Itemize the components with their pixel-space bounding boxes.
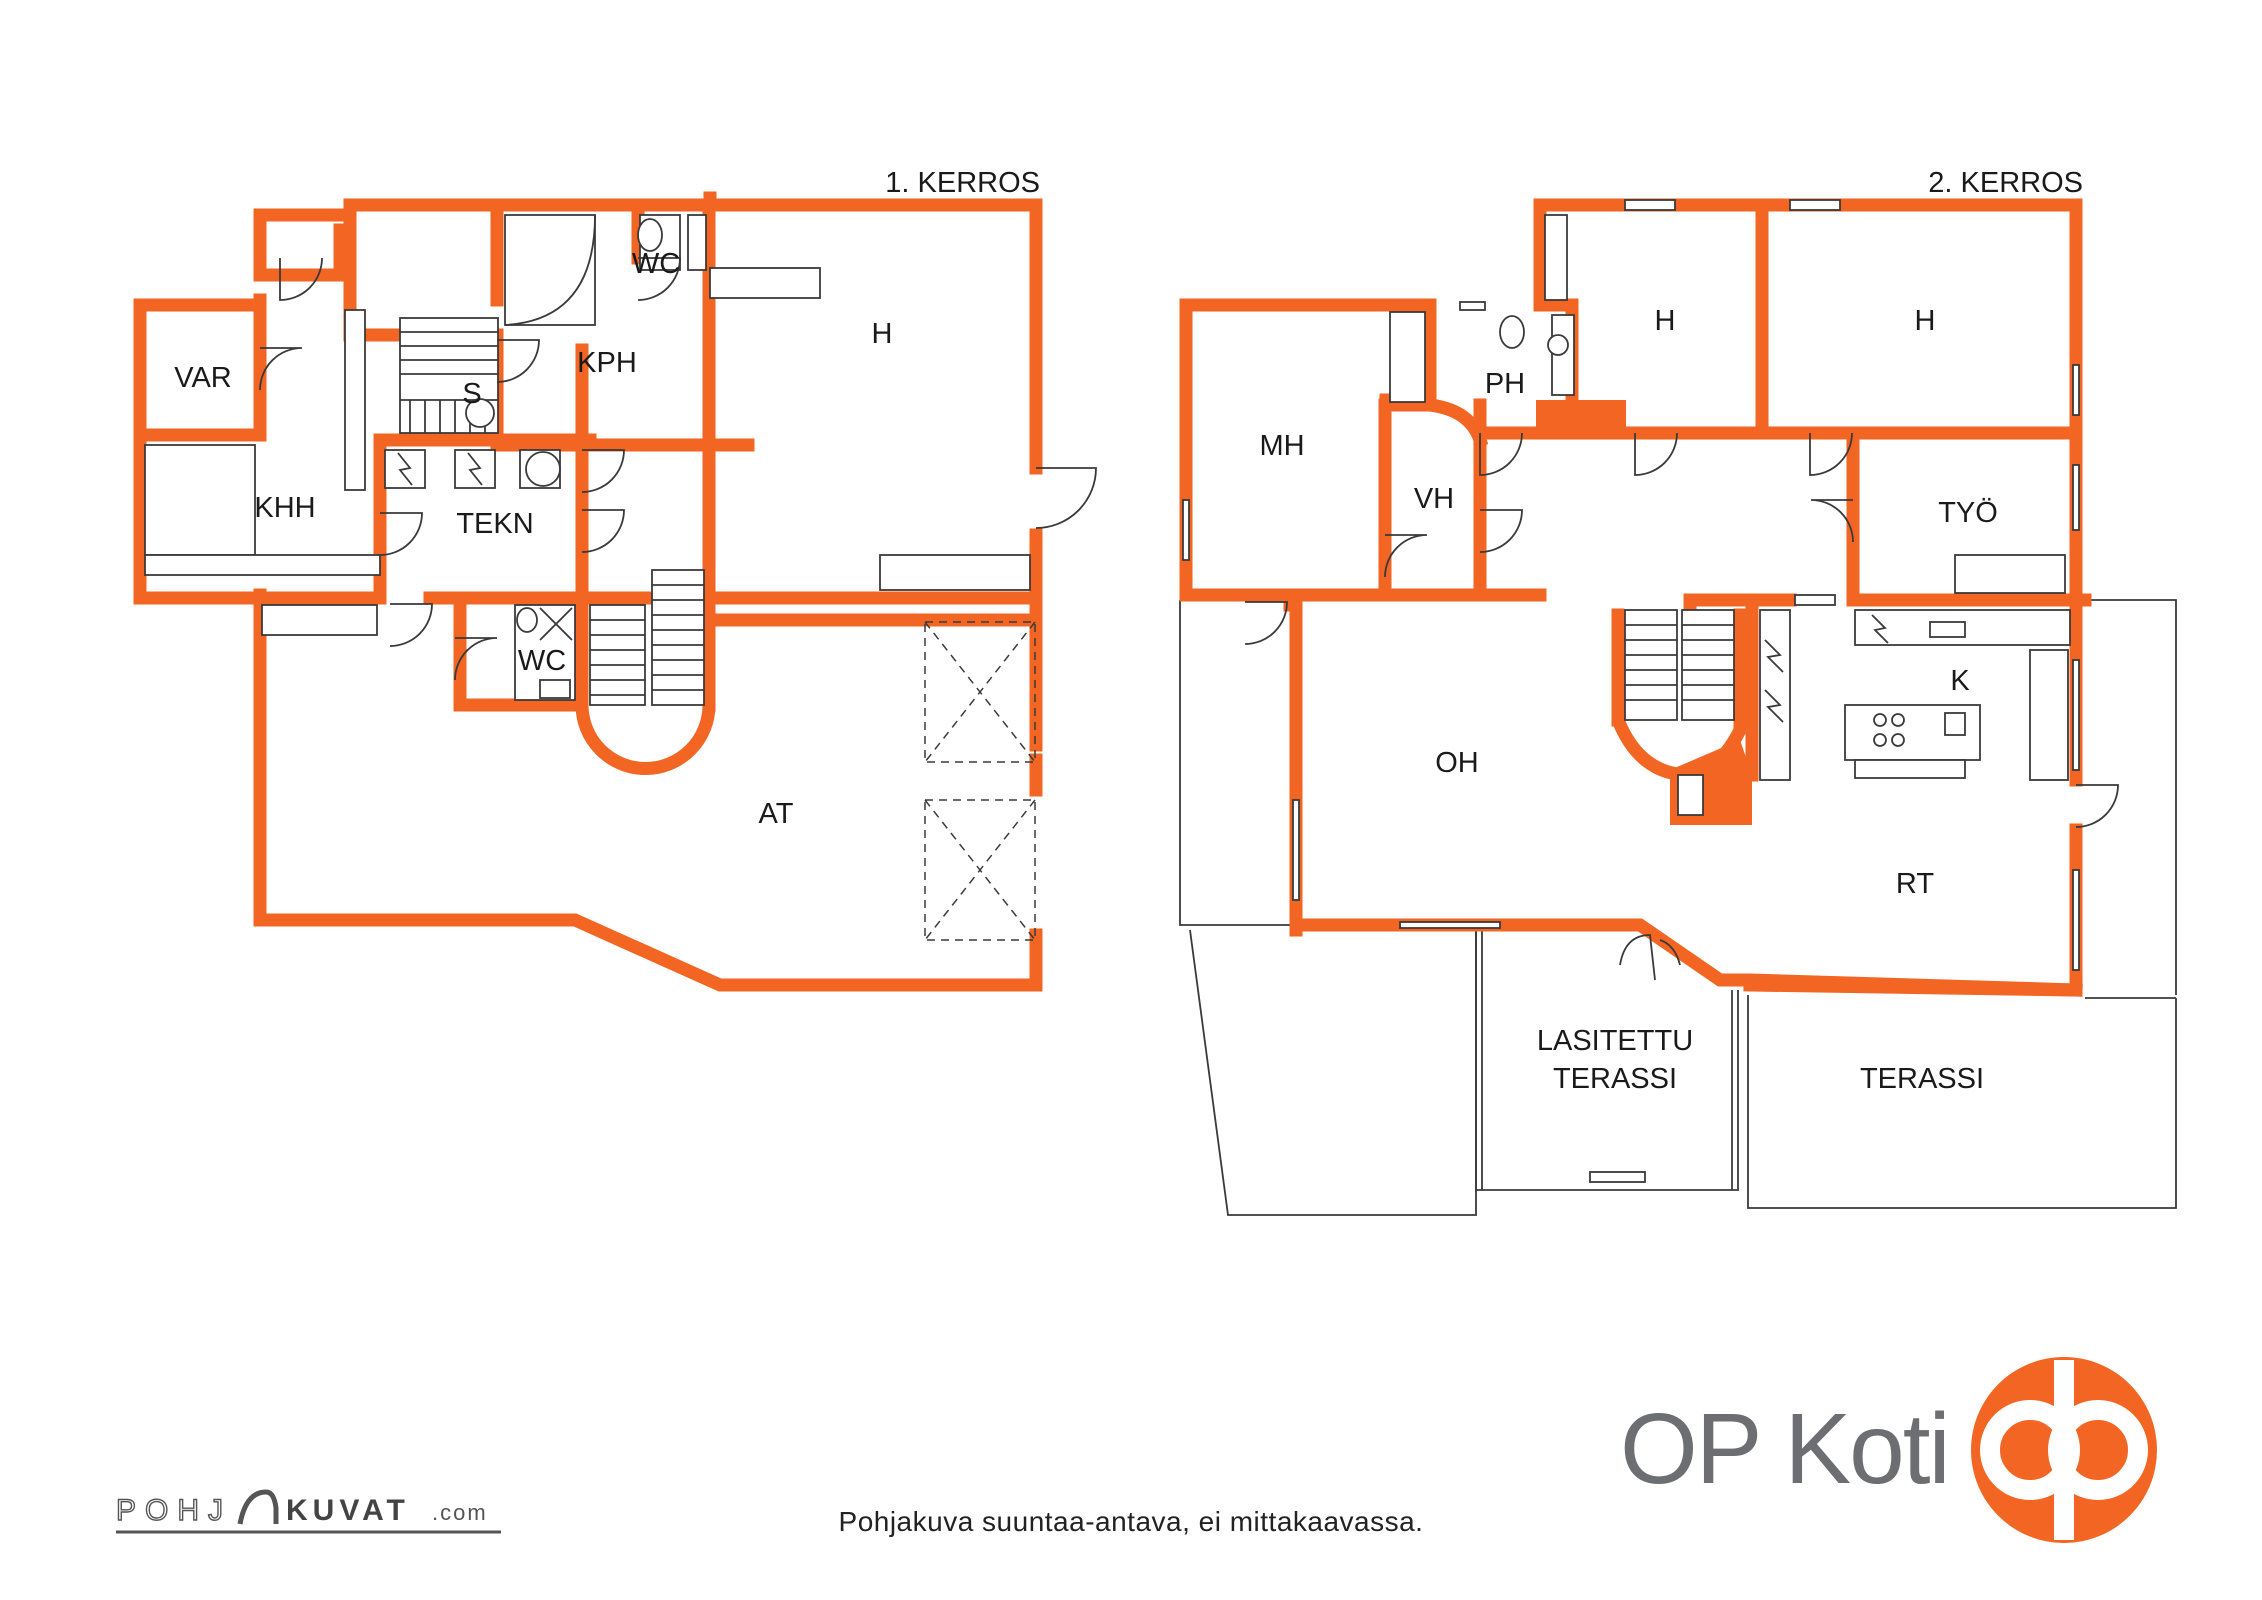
room-label-tyo: TYÖ [1938, 497, 1998, 529]
floor-1-fixtures [144, 214, 1031, 706]
room-label-wc-upper: WC [632, 248, 680, 280]
floor-2-plan: 2. KERROS MH PH H H VH TYÖ K OH RT LASIT… [1179, 167, 2177, 1216]
floor-2-doors [1244, 432, 2119, 981]
room-label-h: H [872, 318, 893, 350]
floor-1-title: 1. KERROS [885, 167, 1040, 199]
floor-2-title: 2. KERROS [1928, 167, 2083, 199]
room-label-kph: KPH [577, 347, 637, 379]
floor-1-garage-doors [924, 621, 1036, 941]
stairs-1c [652, 584, 704, 691]
credit-name-right: KUVAT [286, 1494, 410, 1527]
room-label-k: K [1950, 665, 1970, 697]
room-label-h-left: H [1655, 305, 1676, 337]
room-label-h-right: H [1915, 305, 1936, 337]
floor-2-fixtures [1182, 199, 2080, 971]
credit-suffix: .com [432, 1500, 488, 1525]
room-label-rt: RT [1896, 868, 1934, 900]
floor-1-walls [133, 191, 1043, 992]
credit-name-left: POHJ [116, 1494, 232, 1527]
room-label-vh: VH [1414, 483, 1454, 515]
brand-name: OP Koti [1620, 1393, 1951, 1505]
room-label-lasitettu-terassi: TERASSI [1553, 1063, 1677, 1095]
room-label-at: AT [759, 798, 794, 830]
floor-2-labels: 2. KERROS MH PH H H VH TYÖ K OH RT LASIT… [1259, 167, 2083, 1095]
room-label-oh: OH [1435, 747, 1479, 779]
disclaimer-text: Pohjakuva suuntaa-antava, ei mittakaavas… [838, 1506, 1424, 1537]
floor-1-labels: 1. KERROS VAR KHH S KPH WC H TEKN WC AT [174, 167, 1040, 830]
op-logo-icon [1971, 1357, 2157, 1543]
room-label-tekn: TEKN [456, 508, 533, 540]
room-label-lasitettu: LASITETTU [1537, 1025, 1693, 1057]
room-label-s: S [462, 378, 481, 410]
room-label-ph: PH [1485, 368, 1525, 400]
room-label-khh: KHH [254, 492, 315, 524]
room-label-mh: MH [1259, 430, 1304, 462]
floor-1-doors [259, 257, 1097, 681]
floor-2-walls [1179, 198, 2092, 997]
room-label-wc-lower: WC [518, 645, 566, 677]
credit-logo: POHJ KUVAT .com [115, 1488, 516, 1543]
stairs-1b [590, 619, 645, 696]
floor-2-structures [1536, 400, 1752, 825]
credit-logo-graphic: POHJ KUVAT .com [115, 1489, 501, 1534]
room-label-terassi: TERASSI [1860, 1063, 1984, 1095]
floor-1-plan: 1. KERROS VAR KHH S KPH WC H TEKN WC AT [133, 167, 1097, 992]
floor-2-terraces [1179, 599, 2177, 1216]
room-label-var: VAR [174, 362, 231, 394]
